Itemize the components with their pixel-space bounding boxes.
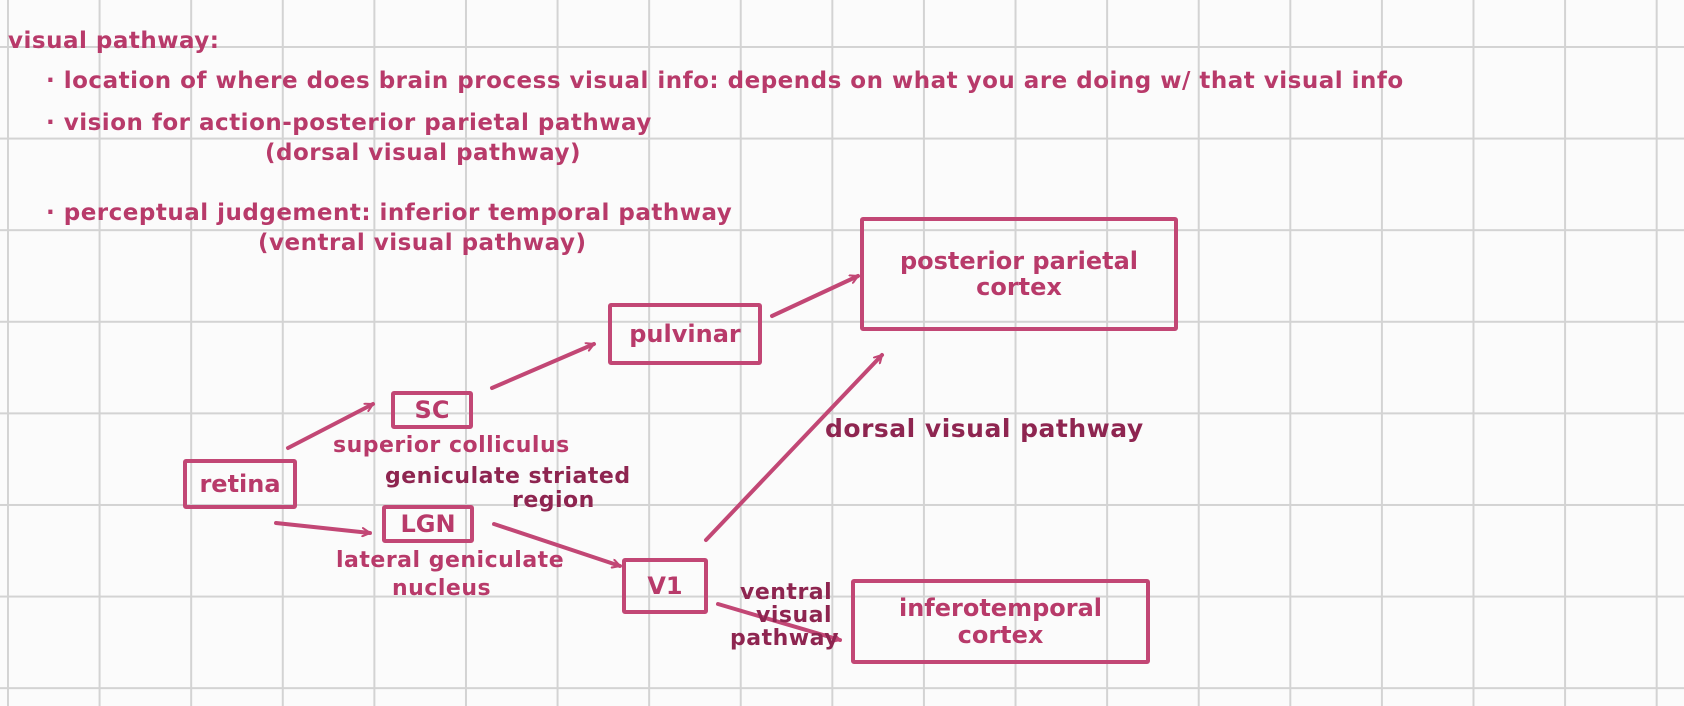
label-ventral-line1: ventral xyxy=(740,580,833,605)
arrow-lgn-to-v1 xyxy=(492,522,622,566)
arrow-v1-to-ppc xyxy=(704,353,884,542)
node-v1: V1 xyxy=(622,558,708,614)
arrow-retina-to-lgn xyxy=(274,521,372,533)
node-sc: SC xyxy=(391,391,473,429)
caption-geniculate-striated: geniculate striated xyxy=(385,464,631,489)
node-v1-label: V1 xyxy=(647,571,683,600)
notes-heading: visual pathway: xyxy=(8,28,220,54)
note-ventral-pathway-aside: (ventral visual pathway) xyxy=(258,230,587,256)
note-bullet-perceptual-judgement: · perceptual judgement: inferior tempora… xyxy=(46,200,733,226)
arrow-sc-to-pulvinar xyxy=(490,342,596,390)
node-ppc-label-line1: posterior parietal xyxy=(899,246,1139,275)
node-lgn: LGN xyxy=(382,505,474,543)
node-itc-label: inferotemporal cortex xyxy=(898,594,1103,649)
node-pulvinar: pulvinar xyxy=(608,303,762,365)
node-lgn-label: LGN xyxy=(400,509,456,538)
caption-superior-colliculus: superior colliculus xyxy=(333,433,570,458)
caption-geniculate-region: region xyxy=(512,488,595,513)
node-retina-label: retina xyxy=(199,469,281,498)
node-inferotemporal-cortex: inferotemporal cortex xyxy=(851,579,1150,664)
caption-nucleus: nucleus xyxy=(392,576,492,601)
arrow-pulvinar-to-ppc xyxy=(770,274,860,318)
node-sc-label: SC xyxy=(414,395,450,424)
note-dorsal-pathway-aside: (dorsal visual pathway) xyxy=(265,140,581,166)
node-posterior-parietal-cortex: posterior parietal cortex xyxy=(860,217,1178,331)
caption-lateral-geniculate: lateral geniculate xyxy=(336,548,565,573)
node-retina: retina xyxy=(183,459,297,509)
label-ventral-line3: pathway xyxy=(730,626,840,651)
arrow-retina-to-sc xyxy=(286,402,375,450)
note-bullet-vision-for-action: · vision for action-posterior parietal p… xyxy=(46,110,652,136)
label-ventral-line2: visual xyxy=(756,603,833,628)
arrow-v1-to-itc xyxy=(716,602,842,640)
node-ppc-label-line2: cortex xyxy=(976,273,1062,301)
node-pulvinar-label: pulvinar xyxy=(629,319,741,348)
note-bullet-location: · location of where does brain process v… xyxy=(46,68,1404,94)
label-dorsal-visual-pathway: dorsal visual pathway xyxy=(825,414,1144,443)
